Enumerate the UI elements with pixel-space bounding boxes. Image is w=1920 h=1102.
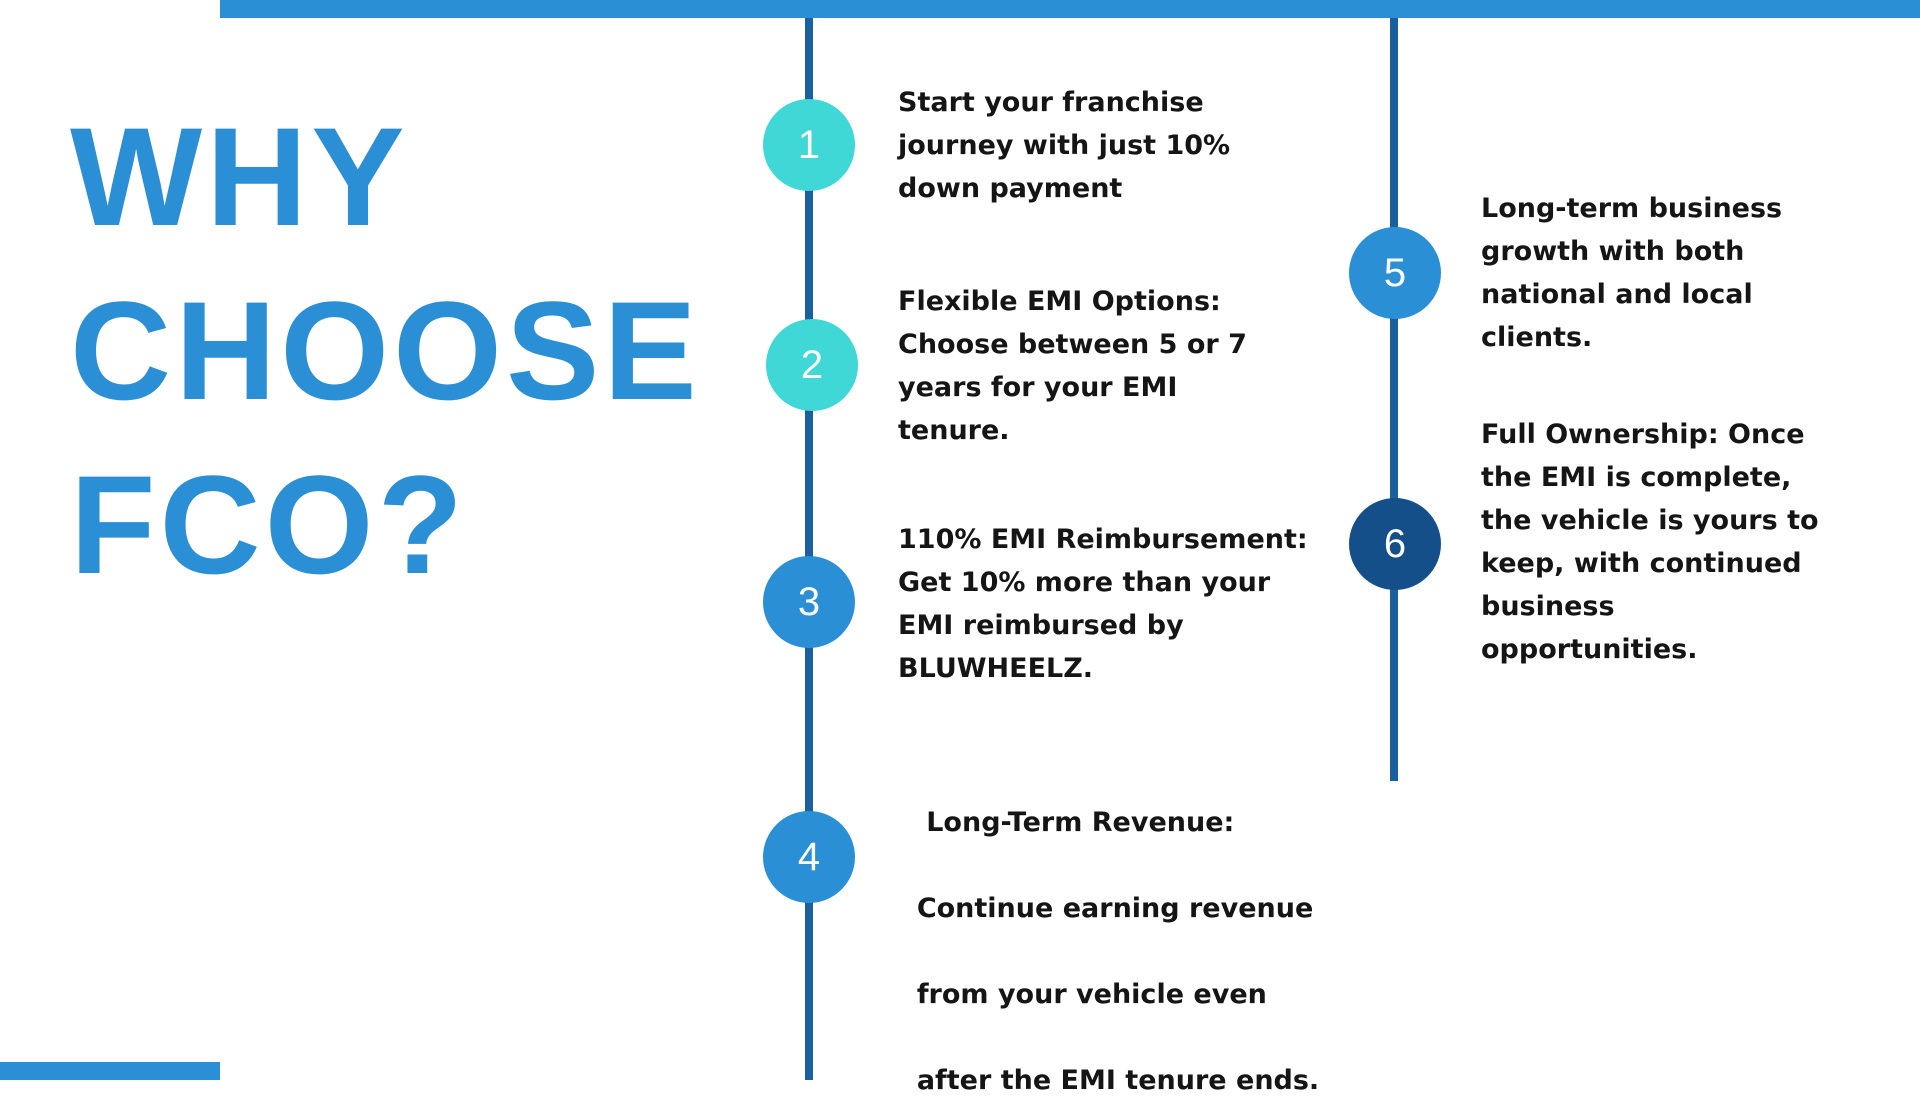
title-line-2: CHOOSE xyxy=(70,272,701,429)
step-6-line-3: the vehicle is yours to xyxy=(1481,505,1819,536)
step-4-line-4: after the EMI tenure ends. xyxy=(916,1065,1320,1096)
step-4-line-1: Long-Term Revenue: xyxy=(916,807,1235,838)
step-2-line-3: years for your EMI xyxy=(898,372,1178,403)
step-4-line-2: Continue earning revenue xyxy=(916,893,1314,924)
step-3-line-4: BLUWHEELZ. xyxy=(898,653,1094,684)
step-5-text: Long-term business growth with both nati… xyxy=(1481,187,1782,359)
step-6-number: 6 xyxy=(1383,521,1407,566)
step-5-line-3: national and local xyxy=(1481,279,1753,310)
bottom-accent-bar xyxy=(0,1062,220,1080)
step-4-line-3: from your vehicle even xyxy=(916,979,1267,1010)
step-5-line-1: Long-term business xyxy=(1481,193,1783,224)
step-1-text: Start your franchise journey with just 1… xyxy=(898,81,1230,210)
step-5-marker: 5 xyxy=(1349,227,1441,319)
step-3-line-1: 110% EMI Reimbursement: xyxy=(898,524,1308,555)
step-2-line-4: tenure. xyxy=(898,415,1010,446)
step-6-line-2: the EMI is complete, xyxy=(1481,462,1792,493)
step-2-text: Flexible EMI Options: Choose between 5 o… xyxy=(898,280,1247,452)
step-4-number: 4 xyxy=(797,834,821,879)
step-1-marker: 1 xyxy=(763,99,855,191)
title-line-1: WHY xyxy=(70,98,409,255)
timeline-line-right xyxy=(1390,18,1398,781)
step-4-marker: 4 xyxy=(763,811,855,903)
step-6-line-1: Full Ownership: Once xyxy=(1481,419,1805,450)
step-1-line-1: Start your franchise xyxy=(898,87,1204,118)
page-title: WHY CHOOSE FCO? xyxy=(70,90,701,612)
step-4-text: Long-Term Revenue: Continue earning reve… xyxy=(898,758,1319,1102)
step-2-line-2: Choose between 5 or 7 xyxy=(898,329,1247,360)
top-accent-bar xyxy=(220,0,1920,18)
timeline-line-left xyxy=(805,18,813,1080)
step-2-line-1: Flexible EMI Options: xyxy=(898,286,1221,317)
step-5-line-4: clients. xyxy=(1481,322,1593,353)
step-2-marker: 2 xyxy=(766,319,858,411)
step-1-line-3: down payment xyxy=(898,173,1123,204)
title-line-3: FCO? xyxy=(70,446,468,603)
step-3-line-3: EMI reimbursed by xyxy=(898,610,1184,641)
step-1-number: 1 xyxy=(797,122,821,167)
step-6-marker: 6 xyxy=(1349,498,1441,590)
step-6-text: Full Ownership: Once the EMI is complete… xyxy=(1481,413,1819,671)
step-6-line-6: opportunities. xyxy=(1481,634,1698,665)
step-1-line-2: journey with just 10% xyxy=(898,130,1231,161)
step-3-marker: 3 xyxy=(763,556,855,648)
step-3-text: 110% EMI Reimbursement: Get 10% more tha… xyxy=(898,518,1308,690)
step-5-number: 5 xyxy=(1383,250,1407,295)
step-3-line-2: Get 10% more than your xyxy=(898,567,1271,598)
step-5-line-2: growth with both xyxy=(1481,236,1745,267)
step-2-number: 2 xyxy=(800,342,824,387)
step-6-line-4: keep, with continued xyxy=(1481,548,1802,579)
step-6-line-5: business xyxy=(1481,591,1615,622)
step-3-number: 3 xyxy=(797,579,821,624)
